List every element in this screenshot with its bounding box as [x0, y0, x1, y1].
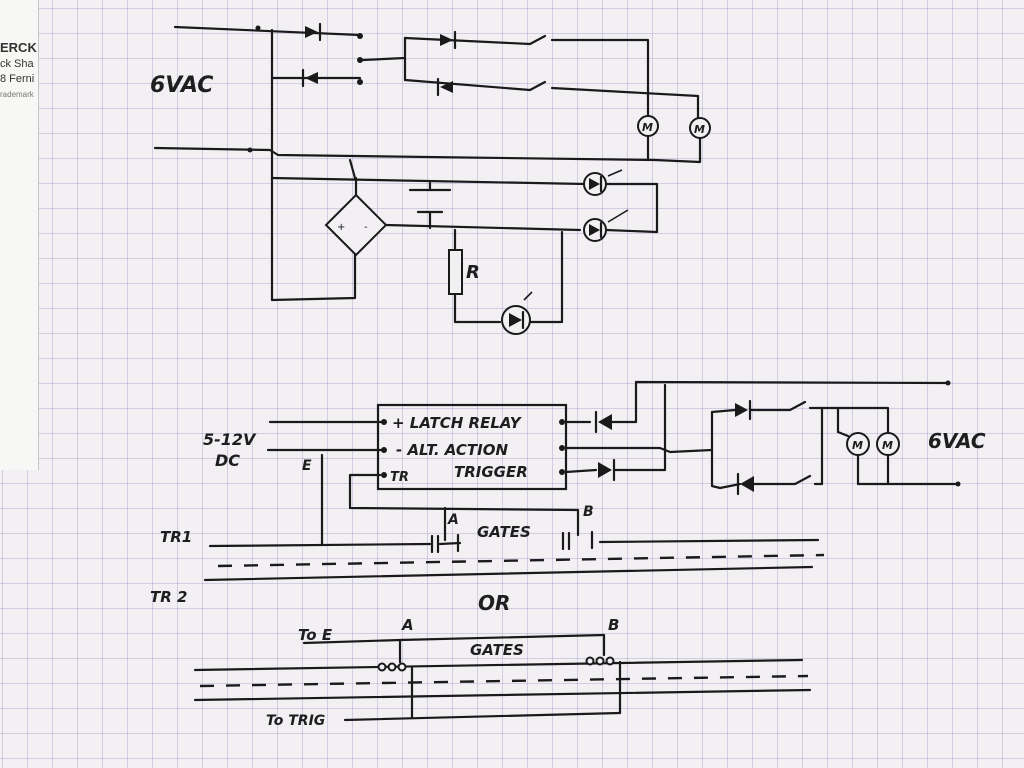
svg-text:-: - [364, 222, 368, 233]
svg-text:M: M [852, 439, 863, 452]
motor-top-right: M [689, 117, 711, 139]
svg-text:M: M [642, 121, 653, 134]
motor-top-left: M [637, 115, 659, 137]
resistor-label: R [466, 262, 480, 283]
switch-upper [528, 34, 547, 46]
top-supply-label: 6VAC [150, 73, 213, 98]
track-b-sleepers [199, 674, 809, 688]
to-trig-label: To TRIG [266, 713, 325, 729]
led-lower [501, 291, 533, 335]
strip-line-3: 8 Ferni [0, 73, 35, 85]
track-a-gates-label: GATES [477, 523, 531, 541]
ac-line-1 [173, 25, 362, 37]
e-label: E [302, 458, 312, 474]
module-diode-lower [598, 458, 616, 482]
track-layout-b: To E A B GATES To TRIG [193, 616, 812, 729]
edge-page-strip: ERCK ck Sha 8 Ferni rademark [0, 0, 39, 470]
to-e-label: To E [298, 626, 333, 644]
svg-text:M: M [882, 439, 893, 452]
strip-line-2: ck Sha [0, 58, 34, 70]
svg-text:M: M [694, 123, 705, 136]
track-b-gates-label: GATES [470, 641, 524, 659]
capacitor [408, 181, 452, 230]
track-layout-a: TR1 TR 2 A B GATES [150, 504, 825, 606]
track1-label: TR1 [160, 528, 192, 546]
diode-right-lower [436, 77, 453, 97]
module-supply-label-2: DC [215, 451, 240, 470]
relay-common [361, 56, 407, 62]
diode-left-lower [301, 68, 318, 88]
latch-relay-circuit: 5-12V DC E + LATCH RELAY - ALT. ACTION T… [203, 380, 986, 547]
pin-tr: TR [390, 470, 409, 485]
module-diode-upper [594, 410, 612, 434]
track2-label: TR 2 [150, 588, 187, 606]
strip-line-1: ERCK [0, 40, 37, 55]
pin-latch-relay: + LATCH RELAY [392, 414, 523, 432]
diode-right-upper [440, 30, 457, 50]
track-b-gate-a: A [401, 616, 414, 634]
strip-line-4: rademark [0, 90, 34, 99]
pin-trigger: TRIGGER [454, 463, 528, 481]
top-circuit: 6VAC [150, 22, 711, 335]
module-supply-label-1: 5-12V [203, 430, 257, 449]
out-diode-lower [736, 472, 754, 496]
led-middle [583, 209, 629, 242]
module-output-supply-label: 6VAC [928, 429, 986, 453]
diode-left-upper [305, 22, 322, 42]
bridge-rectifier: + - [324, 193, 388, 257]
track-a-gate-b: B [583, 504, 594, 520]
ac-line-2 [153, 146, 657, 162]
track-a-gate-a: A [447, 512, 459, 528]
or-separator: OR [478, 591, 510, 615]
led-upper [583, 169, 623, 196]
svg-text:+: + [337, 222, 345, 233]
pin-alt-action: - ALT. ACTION [396, 441, 508, 459]
motor-module-left: M [846, 432, 870, 456]
track-a-sleepers [217, 553, 825, 568]
motor-module-right: M [876, 432, 900, 456]
resistor [448, 249, 463, 295]
switch-lower [528, 80, 547, 92]
out-diode-upper [735, 399, 752, 421]
track-b-gate-b: B [608, 616, 619, 634]
